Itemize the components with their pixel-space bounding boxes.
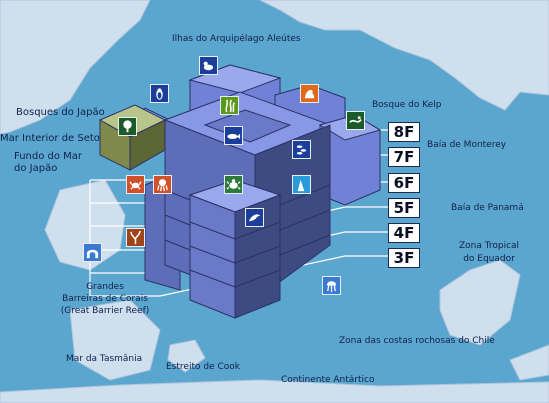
monterey-label[interactable]: Baía de Monterey (427, 140, 507, 150)
whale-shark-icon[interactable] (224, 126, 243, 145)
reef-label-line2[interactable]: Barreiras de Corais (62, 294, 148, 304)
seaweed-icon[interactable] (346, 111, 365, 130)
shark-icon[interactable] (292, 175, 311, 194)
seto-label[interactable]: Mar Interior de Seto (0, 133, 100, 144)
octopus-icon[interactable] (153, 175, 172, 194)
tasman-label[interactable]: Mar da Tasmânia (66, 354, 143, 364)
kelp-label[interactable]: Bosque do Kelp (372, 100, 442, 110)
reef-label-line3[interactable]: (Great Barrier Reef) (60, 306, 150, 316)
coral-icon[interactable] (126, 228, 145, 247)
japan-sea-label-line2[interactable]: do Japão (14, 163, 58, 174)
floor-3f-button[interactable]: 3F (388, 248, 420, 268)
aleutian-label[interactable]: Ilhas do Arquipélago Aleútes (172, 34, 301, 44)
crab-icon[interactable] (126, 175, 145, 194)
front-tower-left (189, 194, 236, 319)
forest-block-right (129, 119, 166, 171)
tree-icon[interactable] (118, 117, 137, 136)
south-america-landmass (439, 259, 521, 346)
antarctica-landmass (0, 379, 549, 403)
japan-forest-label[interactable]: Bosques do Japão (16, 107, 105, 118)
arch-icon[interactable] (83, 243, 102, 262)
reef-label-line1[interactable]: Grandes (86, 282, 124, 292)
panama-label[interactable]: Baía de Panamá (451, 203, 524, 213)
chile-label[interactable]: Zona das costas rochosas do Chile (339, 336, 495, 346)
sea-lion-icon[interactable] (300, 84, 319, 103)
antarctic-label[interactable]: Continente Antártico (281, 375, 375, 385)
fish-school-icon[interactable] (292, 140, 311, 159)
south-tip-landmass (509, 344, 549, 381)
tropical-label-line1[interactable]: Zona Tropical (458, 241, 520, 251)
japan-sea-label-line1[interactable]: Fundo do Mar (14, 151, 83, 162)
asia-landmass (0, 0, 151, 135)
floor-8f-button[interactable]: 8F (388, 122, 420, 142)
cook-label[interactable]: Estreito de Cook (166, 362, 240, 372)
floor-4f-button[interactable]: 4F (388, 223, 420, 243)
otter-icon[interactable] (199, 56, 218, 75)
tropical-label-line2[interactable]: do Equador (463, 254, 515, 264)
floor-5f-button[interactable]: 5F (388, 198, 420, 218)
turtle-icon[interactable] (224, 175, 243, 194)
floor-6f-button[interactable]: 6F (388, 173, 420, 193)
floor-7f-button[interactable]: 7F (388, 147, 420, 167)
australia-landmass (69, 299, 161, 381)
kelp-icon[interactable] (220, 96, 239, 115)
new-zealand-landmass (167, 339, 206, 373)
north-america-landmass (259, 0, 549, 111)
dolphin-icon[interactable] (245, 208, 264, 227)
penguin-icon[interactable] (150, 84, 169, 103)
floor-bands (164, 184, 331, 288)
jellyfish-icon[interactable] (322, 276, 341, 295)
